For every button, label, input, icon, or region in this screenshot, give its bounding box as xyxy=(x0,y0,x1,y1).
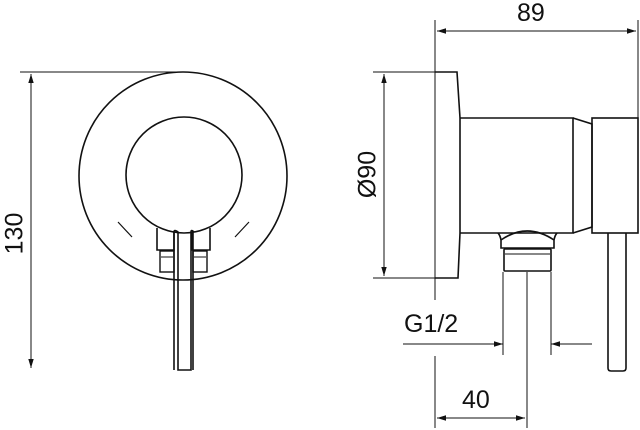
body-chamfer xyxy=(572,117,593,234)
rosette-outer-circle xyxy=(78,71,288,281)
dimension-40 xyxy=(434,272,528,428)
lever-bracket-right xyxy=(191,228,211,251)
marking-right xyxy=(234,221,250,238)
side-lever xyxy=(607,233,627,372)
outlet-thread xyxy=(503,248,552,272)
wall-plate xyxy=(435,71,461,279)
dimension-g12 xyxy=(403,272,592,355)
dimension-label-g12: G1/2 xyxy=(404,310,459,338)
dimension-label-130: 130 xyxy=(0,212,29,255)
body xyxy=(460,117,574,234)
front-view xyxy=(78,71,288,371)
dimension-130 xyxy=(20,71,183,368)
rosette-inner-circle xyxy=(125,116,243,234)
lever-handle xyxy=(173,229,195,371)
side-view xyxy=(434,58,639,372)
marking-left xyxy=(117,221,133,238)
dimension-label-diameter-90: Ø90 xyxy=(353,150,382,199)
dimension-label-40: 40 xyxy=(462,386,490,414)
dimension-label-89: 89 xyxy=(517,0,545,27)
dimension-89 xyxy=(434,20,639,118)
lever-cap xyxy=(591,117,639,234)
dimension-diameter-90 xyxy=(373,71,435,279)
lever-thread-left xyxy=(159,250,175,273)
lever-thread-right xyxy=(192,250,208,273)
outlet-nozzle-dome xyxy=(497,230,558,249)
